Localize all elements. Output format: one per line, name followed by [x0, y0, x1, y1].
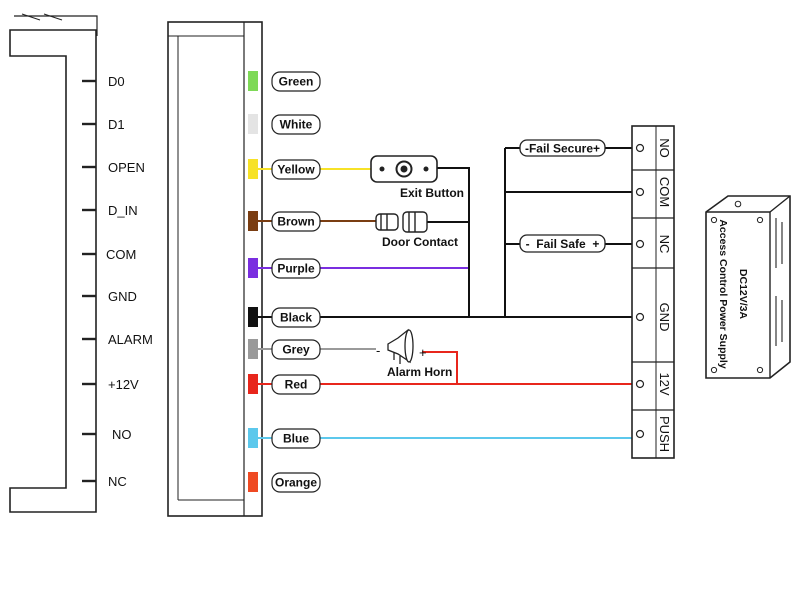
pin-label: COM [106, 247, 136, 262]
horn-plus-sign: + [419, 345, 427, 360]
terminal-label: PUSH [657, 416, 672, 452]
terminal-label: NO [657, 138, 672, 158]
wire-color-block [248, 472, 258, 492]
wire-color-block [248, 159, 258, 179]
pin-label: NO [112, 427, 132, 442]
wire-label: Purple [277, 262, 315, 276]
terminal-screw [635, 239, 645, 249]
fail-safe-lock: - Fail Safe + [519, 234, 606, 253]
pin-label: D0 [108, 74, 125, 89]
wire-color-block [248, 114, 258, 134]
wire-pill [271, 114, 321, 135]
pin-label: GND [108, 289, 137, 304]
fail-secure-label: -Fail Secure+ [525, 142, 600, 156]
door-contact-label: Door Contact [382, 235, 458, 249]
terminal-label: NC [657, 235, 672, 254]
exit-button-device: Exit Button [370, 155, 464, 200]
wire-label: Green [279, 75, 314, 89]
wire-pill [271, 339, 321, 360]
power-supply-rating: DC12V/3A [737, 269, 749, 320]
pin-label: OPEN [108, 160, 145, 175]
wire-color-block [248, 428, 258, 448]
wire-pill [271, 374, 321, 395]
controller-body [9, 13, 98, 513]
wire-pill [271, 472, 321, 493]
terminal-label: GND [657, 303, 672, 332]
door-contact-device [375, 211, 428, 233]
terminal-screw [635, 312, 645, 322]
alarm-horn-red-wire [422, 351, 458, 385]
wire-pill [271, 211, 321, 232]
wire-color-block [248, 339, 258, 359]
power-terminal-block [631, 125, 675, 459]
wire-pill [271, 258, 321, 279]
terminal-screw [635, 187, 645, 197]
exit-button-label: Exit Button [400, 186, 464, 200]
wire-pill [271, 307, 321, 328]
wire-label: Black [280, 311, 312, 325]
wire-label: Red [285, 378, 308, 392]
pin-label: D1 [108, 117, 125, 132]
power-supply-name: Access Control Power Supply [717, 219, 729, 369]
wire-label: White [280, 118, 313, 132]
wire-color-block [248, 307, 258, 327]
fail-secure-lock: -Fail Secure+ [519, 139, 606, 157]
fail-safe-label: - Fail Safe + [526, 237, 600, 251]
wire-pill [271, 159, 321, 180]
wire-pill [271, 71, 321, 92]
pin-label: ALARM [108, 332, 153, 347]
gnd-bus [427, 147, 634, 317]
wire-label: Orange [275, 476, 317, 490]
pin-label: D_IN [108, 203, 138, 218]
wire-label: Yellow [277, 163, 315, 177]
alarm-horn-label: Alarm Horn [387, 365, 452, 379]
wire-harness-connector [167, 21, 263, 517]
terminal-label: COM [657, 177, 672, 207]
wire-color-block [248, 374, 258, 394]
pin-label: NC [108, 474, 127, 489]
horn-minus-sign: - [376, 343, 380, 358]
wire-color-block [248, 258, 258, 278]
terminal-screw [635, 379, 645, 389]
alarm-horn-device [387, 328, 414, 364]
terminal-screw [635, 429, 645, 439]
wire-color-block [248, 71, 258, 91]
pin-label: +12V [108, 377, 139, 392]
wire-label: Brown [277, 215, 314, 229]
wire-label: Grey [282, 343, 310, 357]
wire-color-block [248, 211, 258, 231]
wire-label: Blue [283, 432, 309, 446]
power-supply-box: DC12V/3A Access Control Power Supply [705, 195, 791, 379]
terminal-screw [635, 143, 645, 153]
terminal-label: 12V [657, 372, 672, 395]
wire-pill [271, 428, 321, 449]
